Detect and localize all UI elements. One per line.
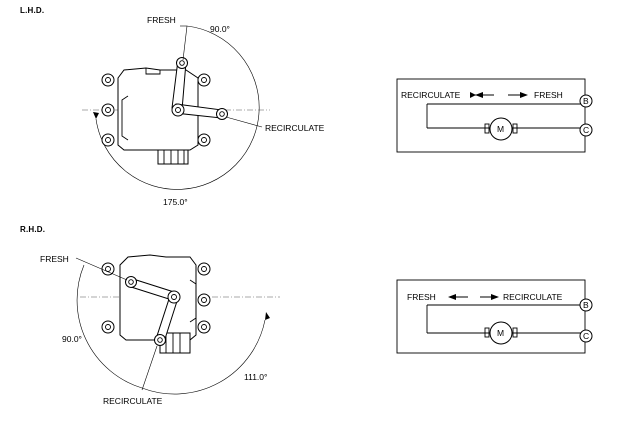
rhd-terminal-c-label: C <box>583 331 589 341</box>
lhd-fresh-leader <box>182 25 188 61</box>
rhd-terminal-b-label: B <box>583 300 589 310</box>
rhd-fresh-leader <box>75 257 128 281</box>
lhd-fresh-label: FRESH <box>147 15 176 25</box>
lhd-terminal-c <box>579 123 593 137</box>
lhd-motor <box>489 117 513 141</box>
rhd-circuit-right-label: RECIRCULATE <box>503 292 563 302</box>
rhd-fresh-label: FRESH <box>40 254 69 264</box>
rhd-terminal-b <box>579 298 593 312</box>
rhd-circuit <box>396 279 593 354</box>
lhd-recirculate-label: RECIRCULATE <box>265 123 325 133</box>
lhd-recirc-leader <box>225 116 263 128</box>
rhd-motor <box>489 321 513 345</box>
lhd-circuit <box>396 78 593 153</box>
rhd-housing <box>119 254 197 341</box>
lhd-terminal-c-label: C <box>583 125 589 135</box>
rhd-actuator <box>75 254 280 395</box>
lhd-motor-label: M <box>497 124 504 134</box>
rhd-terminal-c <box>579 329 593 343</box>
lhd-angle-upper: 90.0° <box>210 24 230 34</box>
lhd-actuator <box>82 25 270 190</box>
lhd-circuit-right-label: FRESH <box>534 90 563 100</box>
rhd-pivot <box>167 290 181 304</box>
rhd-mount-ears <box>101 262 211 334</box>
rhd-recirculate-label: RECIRCULATE <box>103 396 163 406</box>
lhd-circuit-frame <box>396 78 586 153</box>
lhd-connector <box>157 149 189 165</box>
rhd-section-label: R.H.D. <box>20 225 46 234</box>
rhd-angle-left: 90.0° <box>62 334 82 344</box>
lhd-circuit-left-label: RECIRCULATE <box>401 90 461 100</box>
rhd-angle-right: 111.0° <box>244 372 267 382</box>
rhd-circuit-left-label: FRESH <box>407 292 436 302</box>
lhd-pivot <box>171 103 185 117</box>
lhd-angle-lower: 175.0° <box>163 197 188 207</box>
lhd-terminal-b-label: B <box>583 96 589 106</box>
rhd-recirc-leader <box>141 345 158 391</box>
lhd-section-label: L.H.D. <box>20 6 45 15</box>
lhd-mount-ears <box>101 73 211 147</box>
rhd-motor-label: M <box>497 328 504 338</box>
lhd-swept-arc <box>95 25 260 190</box>
rhd-swept-arc <box>76 264 143 389</box>
lhd-terminal-b <box>579 94 593 108</box>
rhd-circuit-frame <box>396 279 586 354</box>
